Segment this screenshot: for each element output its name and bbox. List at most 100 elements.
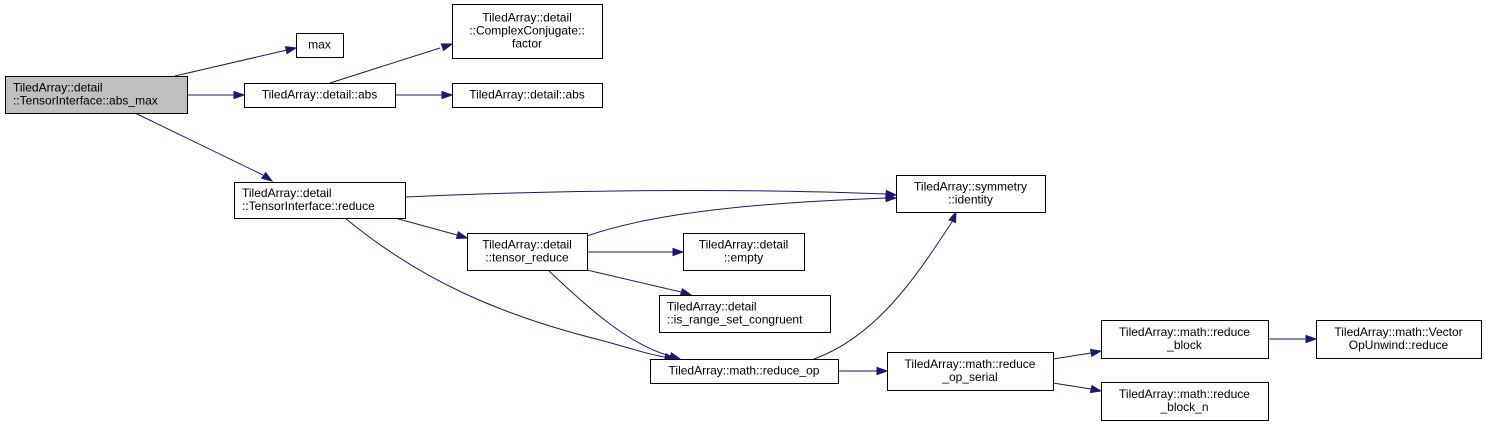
node-sym-identity[interactable]: TiledArray::symmetry::identity bbox=[896, 175, 1046, 213]
node-label-line: TiledArray::detail bbox=[482, 11, 572, 25]
node-reduce-op-serial[interactable]: TiledArray::math::reduce_op_serial bbox=[887, 352, 1054, 391]
edge-line bbox=[586, 197, 887, 237]
arrowhead-icon bbox=[1089, 348, 1103, 358]
node-detail-abs[interactable]: TiledArray::detail::abs bbox=[244, 83, 396, 108]
node-label-line: ::TensorInterface::abs_max bbox=[13, 94, 158, 108]
node-label-line: ::is_range_set_congruent bbox=[667, 313, 803, 327]
arrowhead-icon bbox=[440, 43, 454, 52]
node-label-line: ::empty bbox=[724, 251, 763, 265]
node-label-line: factor bbox=[512, 37, 542, 51]
node-detail-abs2[interactable]: TiledArray::detail::abs bbox=[452, 83, 603, 108]
node-cc-factor[interactable]: TiledArray::detail::ComplexConjugate::fa… bbox=[452, 4, 603, 59]
node-label-line: OpUnwind::reduce bbox=[1349, 338, 1449, 352]
edge-tensor_reduce-to-is_range_set_congruent bbox=[586, 269, 693, 297]
edges-layer bbox=[134, 43, 1318, 394]
node-label-line: TiledArray::symmetry bbox=[914, 180, 1027, 194]
node-label-line: TiledArray::math::reduce bbox=[905, 357, 1036, 371]
arrowhead-icon bbox=[948, 210, 957, 224]
arrowhead-icon bbox=[876, 366, 889, 376]
node-label-line: TiledArray::math::Vector bbox=[1334, 325, 1462, 339]
arrowhead-icon bbox=[455, 230, 469, 240]
edge-abs_max-to-ti_reduce bbox=[134, 112, 274, 182]
node-label-line: TiledArray::math::reduce bbox=[1119, 387, 1250, 401]
edge-detail_abs-to-detail_abs2 bbox=[395, 90, 454, 100]
node-label-line: TiledArray::detail bbox=[242, 186, 332, 200]
node-box bbox=[452, 4, 603, 59]
node-label-line: ::TensorInterface::reduce bbox=[242, 199, 375, 213]
node-reduce-op[interactable]: TiledArray::math::reduce_op bbox=[650, 359, 839, 384]
arrowhead-icon bbox=[1089, 384, 1103, 394]
edge-line bbox=[404, 189, 887, 198]
node-ti-reduce[interactable]: TiledArray::detail::TensorInterface::red… bbox=[234, 182, 406, 219]
arrowhead-icon bbox=[1305, 334, 1318, 344]
node-label-line: TiledArray::detail bbox=[699, 238, 789, 252]
edge-tensor_reduce-to-empty bbox=[587, 247, 685, 257]
node-label-line: _block bbox=[1166, 338, 1203, 352]
node-label-line: TiledArray::detail::abs bbox=[262, 88, 378, 102]
edge-reduce_op_serial-to-reduce_block bbox=[1052, 348, 1103, 360]
node-box bbox=[234, 182, 406, 219]
node-label-line: _op_serial bbox=[941, 370, 997, 384]
arrowhead-icon bbox=[284, 46, 298, 55]
node-box bbox=[887, 352, 1054, 391]
edge-abs_max-to-max bbox=[174, 46, 298, 77]
edge-line bbox=[547, 269, 671, 357]
node-tensor-reduce[interactable]: TiledArray::detail::tensor_reduce bbox=[467, 233, 588, 271]
node-box bbox=[1316, 320, 1482, 359]
node-box bbox=[1101, 382, 1269, 421]
node-label-line: ::identity bbox=[948, 193, 993, 207]
edge-line bbox=[1052, 382, 1092, 390]
edge-detail_abs-to-cc_factor bbox=[329, 43, 454, 84]
node-box bbox=[244, 83, 396, 108]
arrowhead-icon bbox=[679, 287, 693, 297]
edge-line bbox=[1052, 352, 1092, 360]
edge-line bbox=[174, 49, 288, 77]
edge-reduce_op-to-sym_identity bbox=[813, 210, 957, 360]
edge-line bbox=[813, 221, 953, 360]
node-label-line: ::ComplexConjugate:: bbox=[469, 24, 584, 38]
edge-ti_reduce-to-tensor_reduce bbox=[394, 217, 469, 240]
edge-line bbox=[344, 217, 666, 358]
node-box bbox=[1101, 320, 1269, 359]
edge-reduce_block-to-vector_op_unwind_reduce bbox=[1268, 334, 1318, 344]
arrowhead-icon bbox=[260, 171, 274, 182]
arrowhead-icon bbox=[441, 90, 454, 100]
edge-ti_reduce-to-sym_identity bbox=[404, 189, 898, 199]
edge-abs_max-to-detail_abs bbox=[187, 90, 246, 100]
node-is-range-set-congruent[interactable]: TiledArray::detail::is_range_set_congrue… bbox=[659, 295, 831, 333]
edge-line bbox=[329, 47, 441, 84]
arrowhead-icon bbox=[668, 351, 682, 361]
edge-line bbox=[134, 112, 264, 176]
edge-line bbox=[586, 269, 682, 293]
node-label-line: ::tensor_reduce bbox=[485, 251, 569, 265]
node-label-line: TiledArray::detail bbox=[13, 81, 103, 95]
edge-tensor_reduce-to-sym_identity bbox=[586, 193, 898, 237]
nodes-layer: TiledArray::detail::TensorInterface::abs… bbox=[5, 4, 1482, 421]
arrowhead-icon bbox=[233, 90, 246, 100]
node-label-line: max bbox=[308, 38, 331, 52]
node-label-line: TiledArray::detail bbox=[482, 238, 572, 252]
edge-reduce_op-to-reduce_op_serial bbox=[838, 366, 889, 376]
node-reduce-block[interactable]: TiledArray::math::reduce_block bbox=[1101, 320, 1269, 359]
edge-line bbox=[394, 217, 458, 236]
node-box bbox=[650, 359, 839, 384]
node-empty[interactable]: TiledArray::detail::empty bbox=[683, 233, 805, 271]
node-box bbox=[452, 83, 603, 108]
node-label-line: _block_n bbox=[1159, 400, 1208, 414]
arrowhead-icon bbox=[885, 193, 898, 203]
node-max[interactable]: max bbox=[296, 33, 344, 58]
node-abs-max: TiledArray::detail::TensorInterface::abs… bbox=[5, 76, 188, 114]
node-label-line: TiledArray::detail bbox=[667, 300, 757, 314]
node-label-line: TiledArray::math::reduce_op bbox=[669, 364, 820, 378]
node-box bbox=[5, 76, 188, 114]
node-box bbox=[296, 33, 344, 58]
node-box bbox=[683, 233, 805, 271]
node-box bbox=[467, 233, 588, 271]
node-label-line: TiledArray::detail::abs bbox=[469, 88, 585, 102]
node-box bbox=[896, 175, 1046, 213]
arrowhead-icon bbox=[672, 247, 685, 257]
node-reduce-block-n[interactable]: TiledArray::math::reduce_block_n bbox=[1101, 382, 1269, 421]
edge-reduce_op_serial-to-reduce_block_n bbox=[1052, 382, 1103, 394]
